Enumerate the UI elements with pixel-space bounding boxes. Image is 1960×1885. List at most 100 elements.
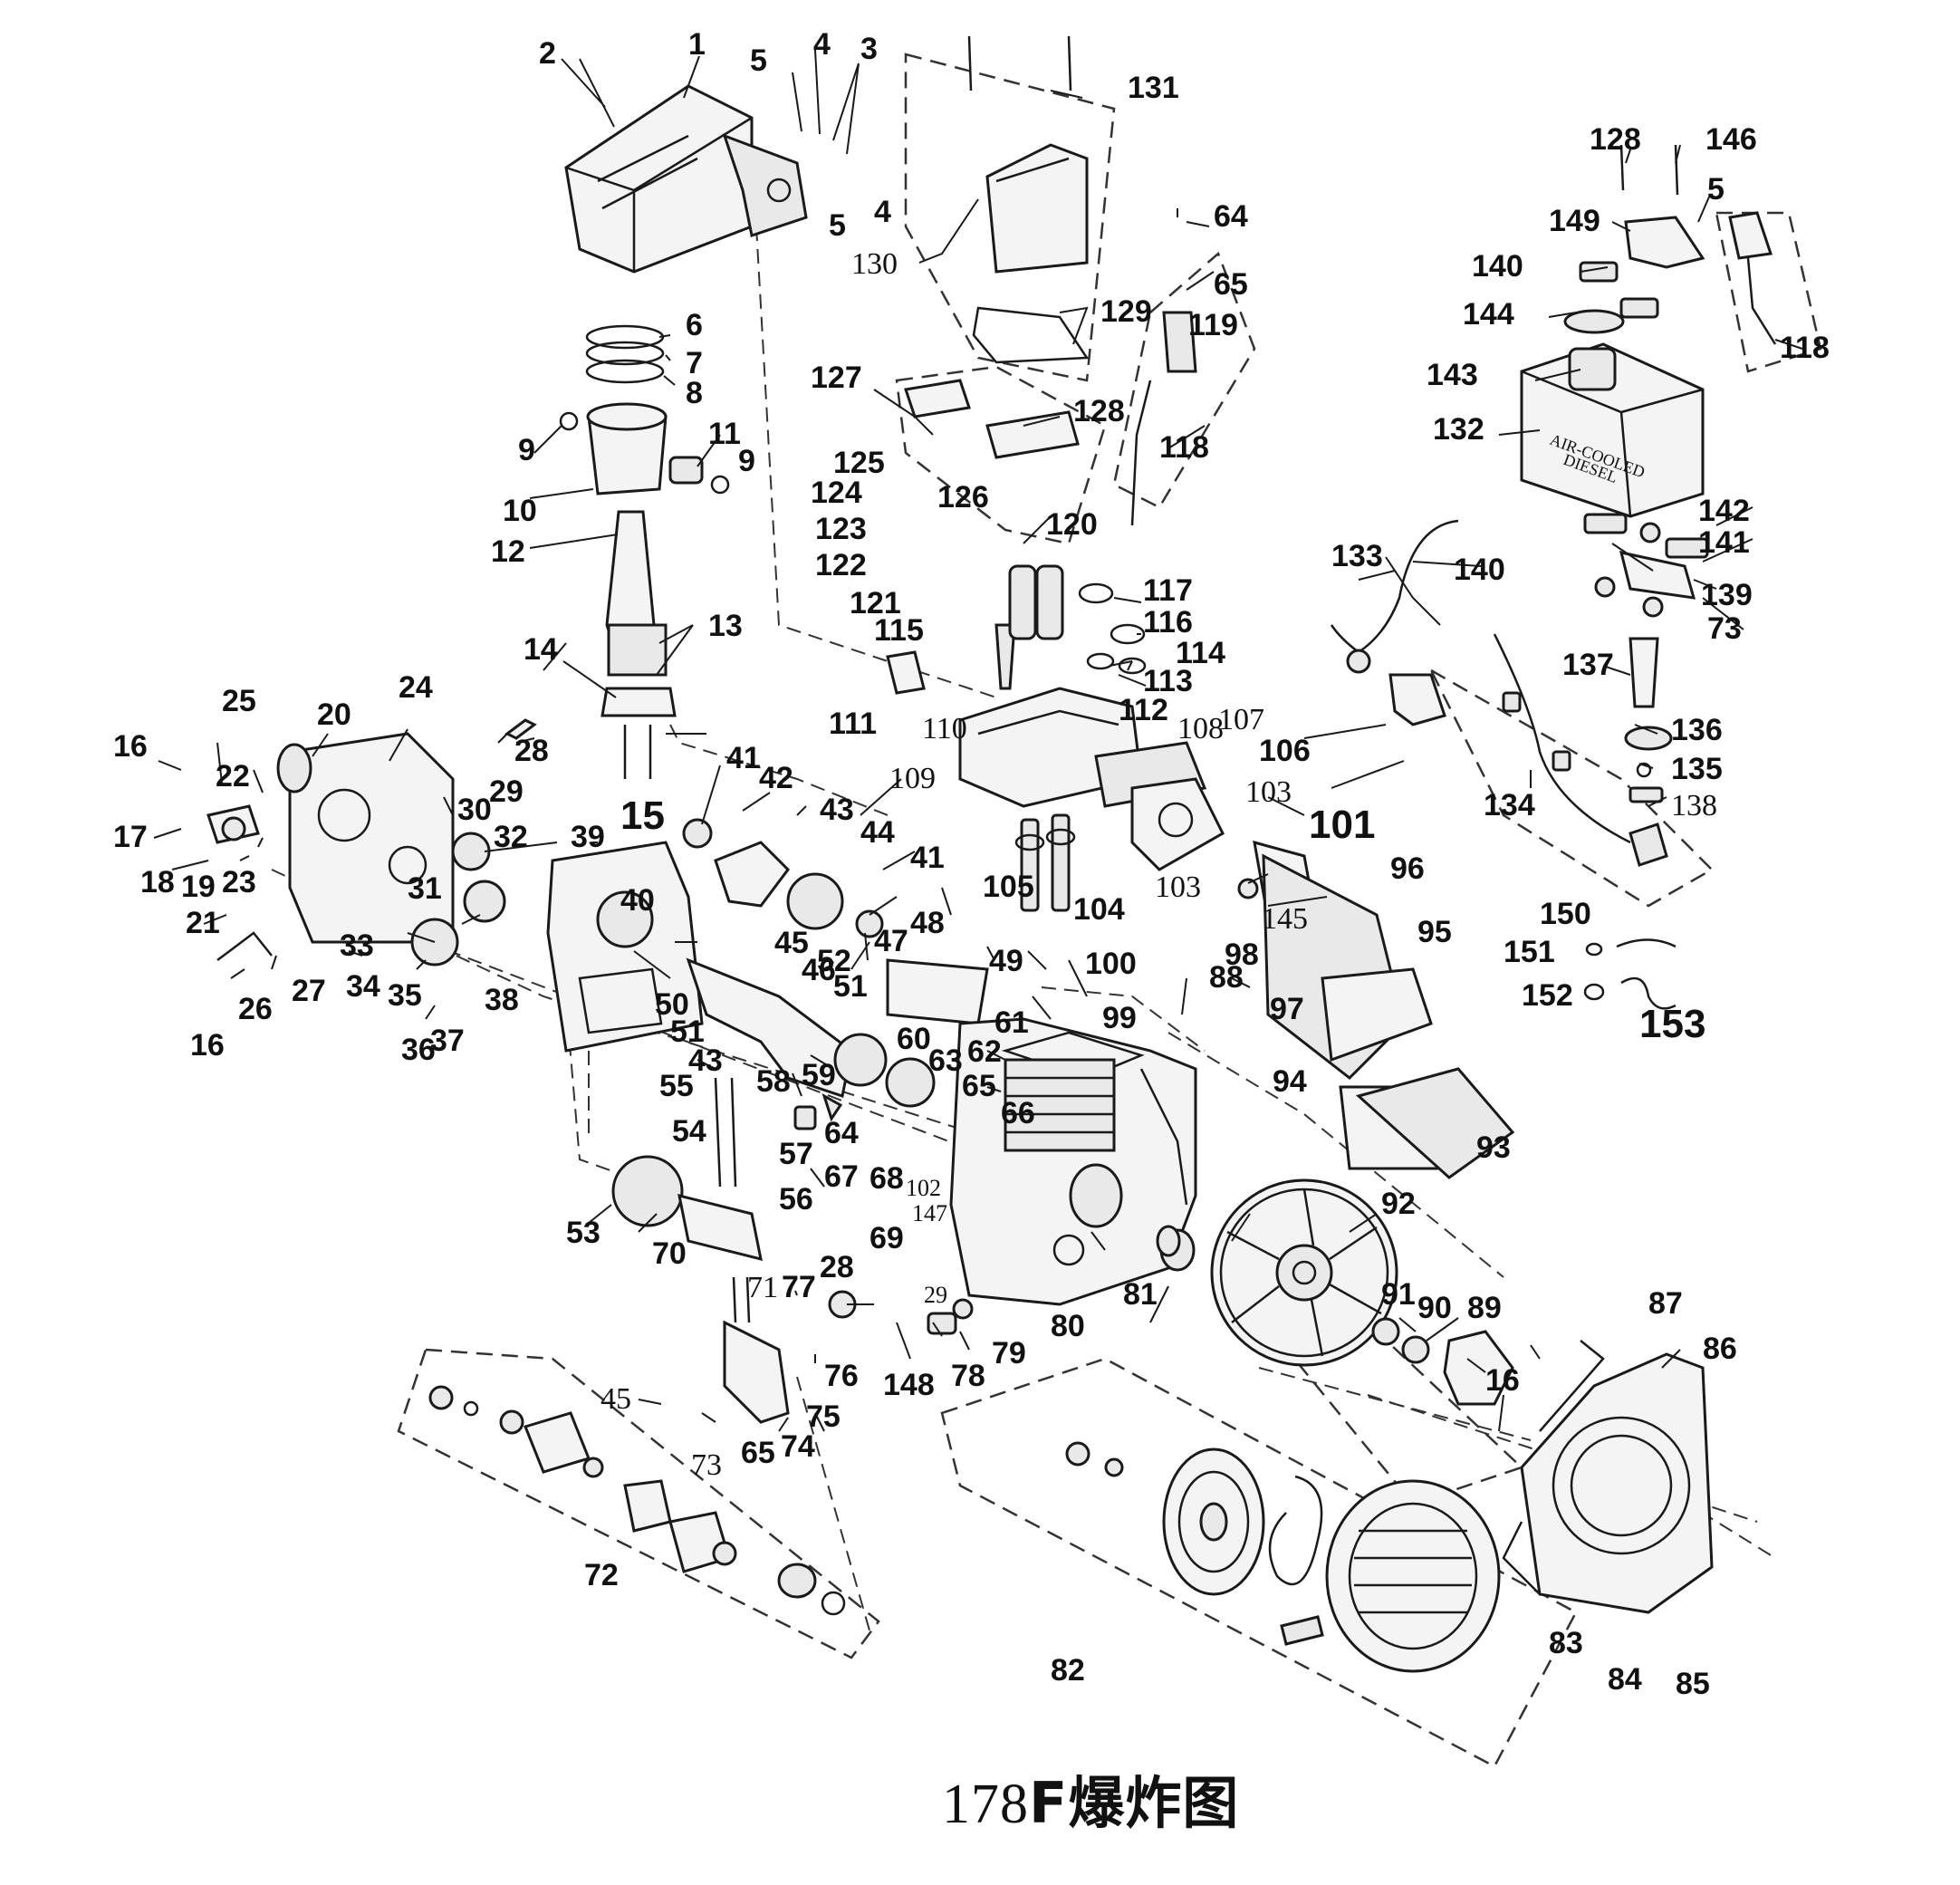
part-label: 100 (1085, 947, 1137, 981)
part-label: 39 (571, 820, 605, 854)
part-label: 28 (514, 734, 549, 768)
part-label: 129 (1100, 294, 1152, 329)
part-label: 133 (1331, 539, 1383, 573)
part-label: 64 (1214, 199, 1248, 234)
part-label: 74 (781, 1429, 815, 1464)
part-label: 8 (686, 376, 703, 410)
part-label: 118 (1780, 331, 1830, 365)
part-label: 140 (1472, 249, 1523, 284)
part-label: 120 (1046, 507, 1098, 542)
part-label: 64 (824, 1116, 859, 1150)
valve-cover-box (904, 53, 1116, 382)
part-label: 58 (756, 1064, 791, 1099)
part-label: 42 (759, 761, 793, 795)
part-label: 122 (815, 548, 867, 582)
injector-right-box (1715, 211, 1822, 373)
part-label: 151 (1504, 935, 1555, 969)
part-label: 19 (181, 870, 216, 904)
gear-case-gasket (546, 841, 704, 1053)
part-label: 124 (811, 476, 862, 510)
part-label: 84 (1608, 1662, 1642, 1697)
part-label: 10 (503, 494, 537, 528)
injector-box (1112, 251, 1256, 509)
part-label: 140 (1454, 553, 1505, 587)
part-label: 152 (1522, 978, 1573, 1013)
part-label: 101 (1309, 803, 1375, 847)
part-label: 143 (1427, 358, 1478, 392)
part-label: 125 (833, 446, 885, 480)
part-label: 4 (874, 195, 891, 229)
part-label: 5 (829, 208, 846, 243)
part-label: 21 (186, 906, 220, 940)
flywheel (1156, 1178, 1514, 1406)
part-label: 89 (1467, 1291, 1502, 1325)
part-label: 126 (937, 480, 989, 515)
part-label: 82 (1051, 1653, 1085, 1688)
title-model: 178 (942, 1774, 1029, 1835)
part-label: 48 (910, 906, 945, 940)
part-label: 65 (741, 1436, 775, 1470)
part-label: 145 (1262, 902, 1308, 936)
part-label: 4 (813, 27, 831, 62)
part-label: 36 (401, 1033, 436, 1067)
part-label: 131 (1128, 71, 1179, 105)
part-label: 70 (652, 1236, 687, 1271)
part-label: 17 (113, 820, 148, 854)
part-label: 103 (1245, 775, 1292, 809)
part-label: 11 (708, 417, 741, 451)
part-label: 98 (1225, 938, 1259, 972)
fuel-line-box (1428, 667, 1715, 908)
part-label: 29 (924, 1282, 947, 1308)
part-label: 38 (485, 983, 519, 1017)
part-label: 78 (951, 1359, 985, 1393)
part-label: 66 (1001, 1096, 1035, 1130)
part-label: 111 (829, 707, 877, 741)
part-label: 71 (747, 1271, 778, 1304)
part-label: 142 (1698, 494, 1750, 528)
part-label: 5 (1707, 172, 1725, 207)
part-label: 1 (688, 27, 706, 62)
part-label: 85 (1676, 1667, 1710, 1701)
part-label: 119 (1188, 308, 1238, 342)
title-suffix: F爆炸图 (1029, 1770, 1240, 1836)
recoil-starter (1065, 1441, 1501, 1673)
part-label: 128 (1073, 394, 1125, 428)
part-label: 144 (1463, 297, 1514, 332)
part-label: 33 (340, 928, 374, 963)
part-label: 2 (539, 36, 556, 71)
part-label: 139 (1701, 578, 1753, 612)
part-label: 87 (1648, 1286, 1683, 1321)
part-label: 56 (779, 1182, 813, 1217)
part-label: 20 (317, 697, 351, 732)
part-label: 65 (1214, 267, 1248, 302)
part-label: 103 (1155, 870, 1201, 904)
part-label: 28 (820, 1250, 854, 1284)
fuel-tank: AIR-COOLED DIESEL (1520, 144, 1777, 803)
part-label: 86 (1703, 1332, 1737, 1366)
part-label: 141 (1698, 525, 1750, 560)
leader-lines (153, 49, 1803, 1432)
part-label: 128 (1590, 122, 1641, 157)
part-label: 95 (1417, 915, 1452, 949)
part-label: 108 (1177, 712, 1224, 745)
rocker-box (895, 365, 1107, 545)
part-label: 94 (1273, 1064, 1307, 1099)
part-label: 50 (655, 987, 689, 1022)
fuel-lines (1330, 519, 1677, 1010)
part-label: 7 (686, 346, 703, 380)
part-label: 79 (992, 1336, 1026, 1370)
part-label: 105 (983, 870, 1034, 904)
part-label: 57 (779, 1137, 813, 1171)
part-label: 60 (897, 1022, 931, 1056)
part-label: 31 (408, 871, 442, 906)
gear-cover (207, 718, 537, 967)
part-label: 61 (994, 1005, 1029, 1040)
part-label: 76 (824, 1359, 859, 1393)
part-label: 55 (659, 1069, 694, 1103)
part-label: 12 (491, 534, 525, 569)
part-label: 16 (1485, 1363, 1520, 1398)
part-label: 26 (238, 992, 273, 1026)
part-label: 117 (1143, 573, 1193, 608)
part-label: 13 (708, 609, 743, 643)
part-label: 14 (524, 632, 558, 667)
